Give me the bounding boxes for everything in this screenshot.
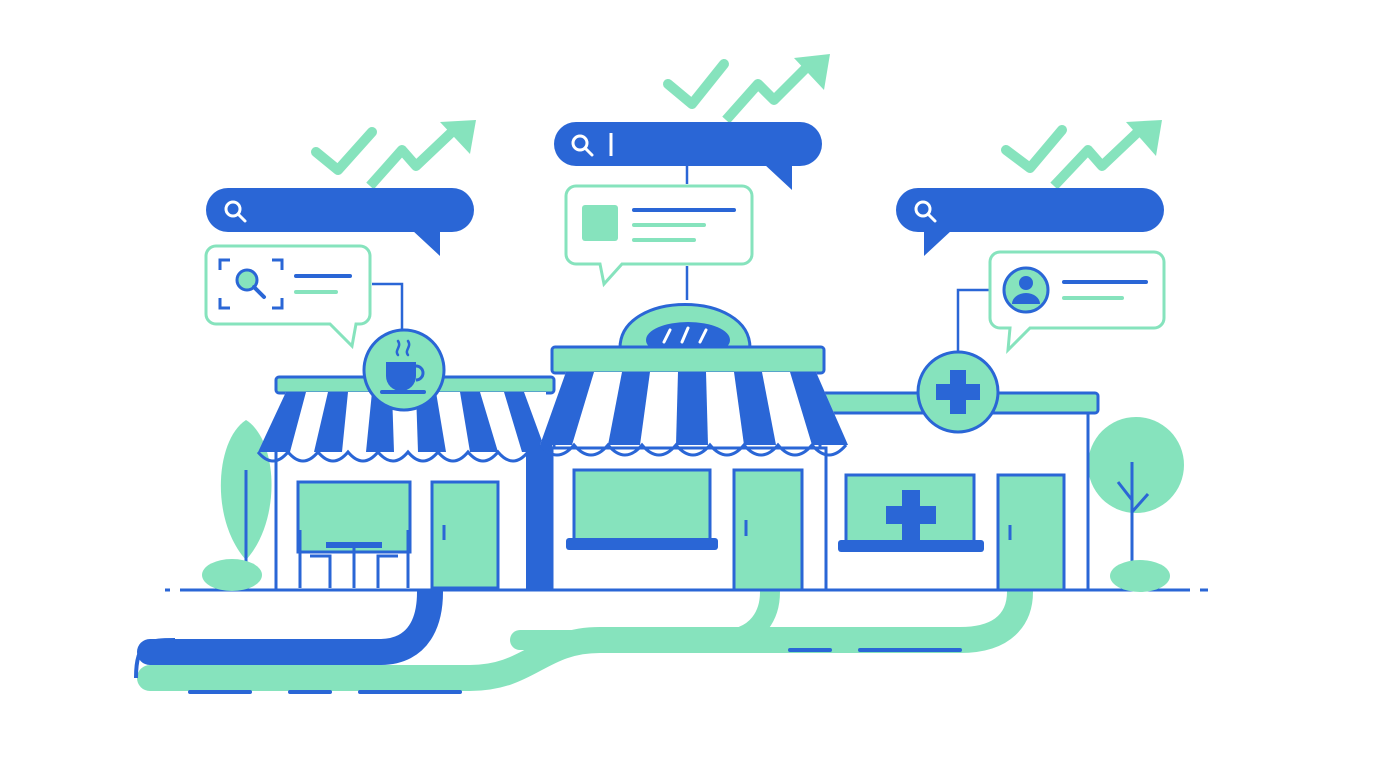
road-outline — [134, 638, 176, 679]
cafe-table — [326, 542, 382, 548]
coffee-cup-icon — [380, 339, 426, 394]
bakery-door — [732, 468, 804, 592]
trending-up-arrow-icon — [722, 62, 812, 124]
bakery-pillar-left — [526, 440, 552, 590]
trend-left — [311, 120, 476, 190]
tree-right — [1088, 417, 1184, 592]
medical-cross-icon — [936, 370, 980, 414]
search-bar-center[interactable] — [554, 122, 822, 190]
result-card-left[interactable] — [204, 244, 372, 350]
search-icon — [571, 134, 594, 157]
result-card-right[interactable] — [988, 250, 1166, 354]
search-bar-right[interactable] — [896, 188, 1164, 256]
bakery-storefront — [526, 303, 848, 592]
trend-right — [1001, 120, 1162, 190]
road-mint-branch — [510, 582, 780, 650]
search-bar-left[interactable] — [206, 188, 474, 256]
trending-up-arrow-icon — [1050, 126, 1144, 190]
trending-up-arrow-icon — [366, 126, 458, 190]
cafe-window — [296, 480, 412, 554]
trend-center — [663, 54, 830, 124]
search-icon — [224, 200, 247, 223]
medical-cross-icon — [886, 490, 936, 540]
bakery-window — [572, 468, 712, 544]
pharmacy-door — [996, 473, 1066, 592]
check-icon — [1001, 125, 1067, 173]
road — [134, 579, 1033, 694]
result-card-center[interactable] — [564, 184, 754, 288]
image-thumbnail-icon — [582, 205, 618, 241]
bakery-roof — [550, 345, 826, 375]
search-icon — [914, 200, 937, 223]
cafe-door — [430, 480, 500, 590]
cafe-badge — [362, 328, 446, 412]
user-avatar-icon — [1002, 266, 1050, 314]
check-icon — [311, 127, 377, 175]
pharmacy-badge — [916, 350, 1000, 434]
search-focus-icon — [218, 258, 284, 310]
connector-lines — [372, 166, 990, 352]
check-icon — [663, 59, 729, 109]
road-blue-band — [137, 579, 443, 665]
